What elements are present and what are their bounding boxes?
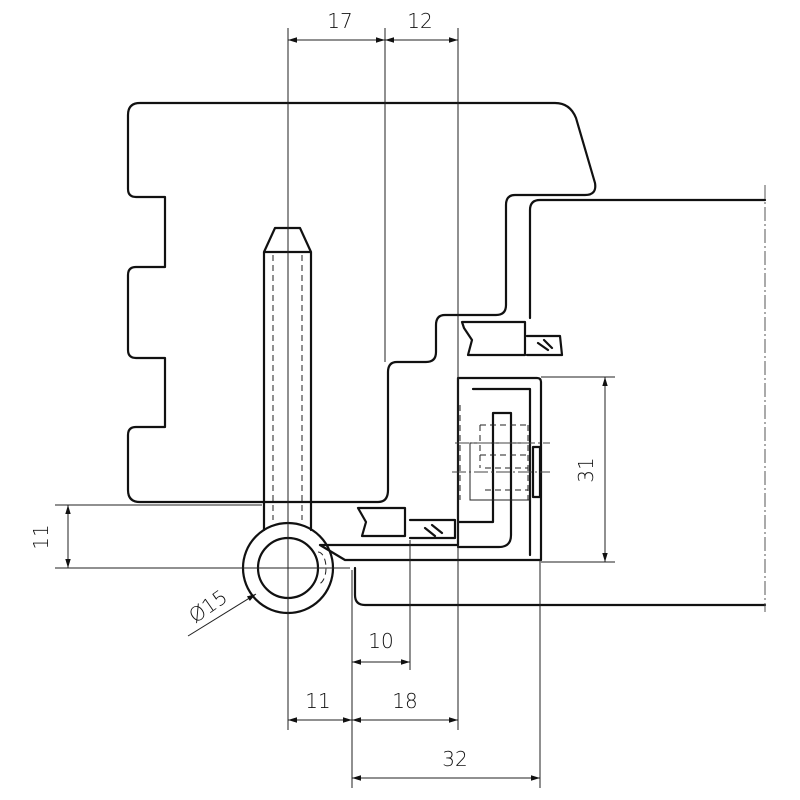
dim-31-label: 31: [574, 457, 598, 482]
hinge-screw-block: [469, 442, 531, 501]
dim-17-label: 17: [327, 9, 352, 33]
door-leaf: [353, 198, 767, 607]
dim-18-label: 18: [392, 689, 417, 713]
dim-12-label: 12: [407, 9, 432, 33]
upper-gasket: [460, 320, 564, 357]
dim-11-vertical-label: 11: [29, 524, 53, 549]
knuckle-hidden: [317, 551, 327, 585]
dim-11-bottom-label: 11: [305, 689, 330, 713]
dim-32-label: 32: [442, 747, 467, 771]
hinge-body: [318, 376, 543, 562]
dimension-lines: [65, 37, 608, 781]
dim-10-label: 10: [368, 629, 393, 653]
dim-diameter-15-label: Ø15: [184, 585, 232, 628]
hidden-screw-lines: [459, 405, 529, 500]
lower-gasket: [356, 506, 457, 540]
extension-lines: [55, 28, 615, 788]
frame-profile: [126, 101, 597, 504]
